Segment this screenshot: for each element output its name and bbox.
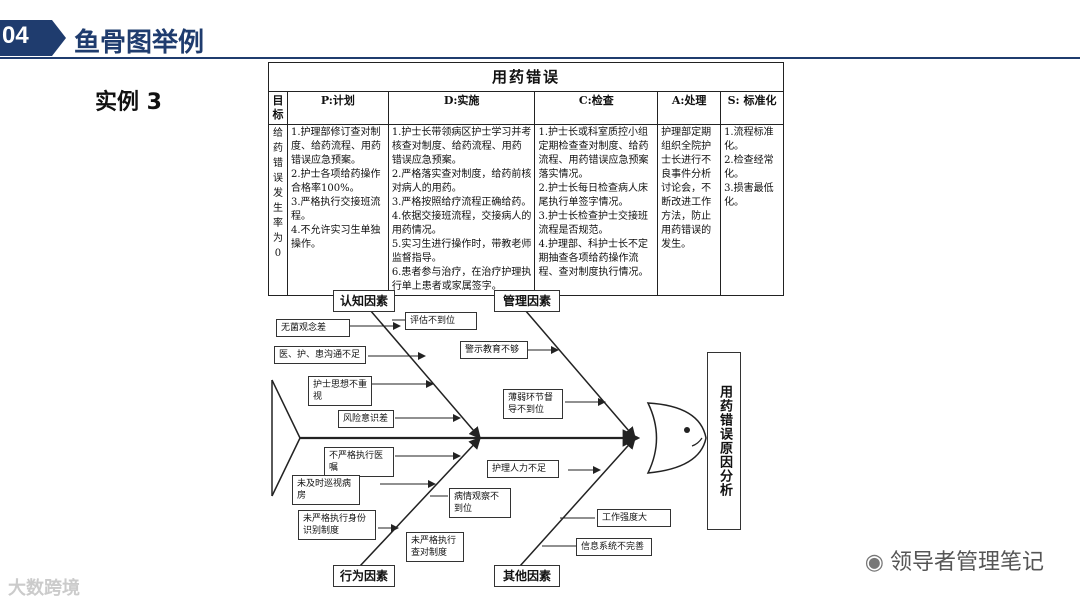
col-header-standardize: S: 标准化 [720, 91, 784, 125]
bone-bottom-right [519, 436, 637, 567]
col-header-do: D:实施 [387, 91, 536, 125]
do-item: 4.依据交接班流程，交接病人的用药情况。 [391, 211, 532, 236]
cause-box: 风险意识差 [338, 410, 394, 428]
bone-top-right [524, 309, 636, 440]
standardize-cell: 1.流程标准化。 2.检查经常化。 3.损害最低化。 [720, 124, 784, 296]
fishbone-head-label: 用药错误原因分析 [707, 352, 741, 530]
bone-top-left [369, 309, 481, 440]
do-cell: 1.护士长带领病区护士学习并考核查对制度、给药流程、用药错误应急预案。 2.严格… [387, 124, 536, 296]
cause-box: 不严格执行医嘱 [324, 447, 394, 477]
do-item: 2.严格落实查对制度，给药前核对病人的用药。 [391, 169, 532, 194]
cause-box: 护理人力不足 [487, 460, 559, 478]
check-item: 2.护士长每日检查病人床尾执行单签字情况。 [538, 183, 648, 208]
table-title-row: 用药错误 [268, 62, 784, 92]
cause-box: 未严格执行查对制度 [406, 532, 464, 562]
check-cell: 1.护士长或科室质控小组定期检查查对制度、给药流程、用药错误应急预案落实情况。 … [534, 124, 659, 296]
fish-mouth [691, 437, 703, 447]
cause-box: 评估不到位 [405, 312, 477, 330]
section-badge [0, 20, 52, 56]
watermark-right-text: 领导者管理笔记 [889, 550, 1044, 575]
col-header-act: A:处理 [657, 91, 722, 125]
check-item: 1.护士长或科室质控小组定期检查查对制度、给药流程、用药错误应急预案落实情况。 [538, 127, 649, 180]
plan-item: 3.严格执行交接班流程。 [290, 197, 381, 222]
cause-box: 未及时巡视病房 [292, 475, 360, 505]
section-number: 04 [2, 22, 29, 49]
cause-box: 警示教育不够 [460, 341, 528, 359]
plan-item: 1.护理部修订查对制度、给药流程、用药错误应急预案。 [290, 127, 381, 166]
example-label: 实例 3 [95, 90, 162, 115]
cause-box: 未严格执行身份识别制度 [298, 510, 376, 540]
watermark-left-text: 大数跨境 [8, 578, 80, 599]
category-management: 管理因素 [494, 290, 560, 312]
cause-box: 信息系统不完善 [576, 538, 652, 556]
watermark-left: 大数跨境 [8, 574, 80, 600]
col-header-plan: P:计划 [286, 91, 389, 125]
fish-tail-lower [271, 437, 301, 497]
standardize-item: 3.损害最低化。 [724, 183, 774, 208]
do-item: 6.患者参与治疗，在治疗护理执行单上患者或家属签字。 [391, 267, 532, 292]
category-cognitive: 认知因素 [333, 290, 395, 312]
do-item: 3.严格按照给疗流程正确给药。 [391, 197, 532, 208]
check-item: 4.护理部、科护士长不定期抽查各项给药操作流程、查对制度执行情况。 [538, 239, 649, 278]
fish-tail-upper [271, 379, 301, 439]
watermark-right: ◉领导者管理笔记 [865, 544, 1044, 576]
fish-head-outline [646, 402, 707, 474]
goal-cell: 给药错误发生率为0 [268, 124, 288, 296]
table-title: 用药错误 [268, 62, 784, 92]
cause-box: 护士思想不重视 [308, 376, 372, 406]
cause-box: 薄弱环节督导不到位 [503, 389, 563, 419]
check-item: 3.护士长检查护士交接班流程是否规范。 [538, 211, 648, 236]
category-other: 其他因素 [494, 565, 560, 587]
category-behavior: 行为因素 [333, 565, 395, 587]
cause-box: 医、护、患沟通不足 [274, 346, 366, 364]
cause-box: 无菌观念差 [276, 319, 350, 337]
col-header-goal: 目标 [268, 91, 288, 125]
fish-eye [684, 427, 690, 433]
table-header-row: 目标 P:计划 D:实施 C:检查 A:处理 S: 标准化 [268, 91, 784, 125]
plan-item: 2.护士各项给药操作合格率100%。 [290, 169, 381, 194]
standardize-item: 2.检查经常化。 [724, 155, 774, 180]
table-body-row: 给药错误发生率为0 1.护理部修订查对制度、给药流程、用药错误应急预案。 2.护… [268, 124, 784, 296]
cause-box: 病情观察不到位 [449, 488, 511, 518]
fishbone-lines [271, 309, 707, 567]
plan-item: 4.不允许实习生单独操作。 [290, 225, 381, 250]
do-item: 5.实习生进行操作时，带教老师监督指导。 [391, 239, 532, 264]
section-badge-arrow [52, 20, 66, 56]
do-item: 1.护士长带领病区护士学习并考核查对制度、给药流程、用药错误应急预案。 [391, 127, 532, 166]
page-title: 鱼骨图举例 [74, 28, 205, 58]
plan-cell: 1.护理部修订查对制度、给药流程、用药错误应急预案。 2.护士各项给药操作合格率… [286, 124, 389, 296]
pdcas-table: 用药错误 目标 P:计划 D:实施 C:检查 A:处理 S: 标准化 给药错误发… [268, 62, 784, 296]
header-rule [0, 57, 1080, 59]
col-header-check: C:检查 [534, 91, 659, 125]
act-cell: 护理部定期组织全院护士长进行不良事件分析讨论会，不断改进工作方法，防止用药错误的… [657, 124, 722, 296]
wechat-icon: ◉ [864, 550, 884, 575]
cause-box: 工作强度大 [597, 509, 671, 527]
standardize-item: 1.流程标准化。 [724, 127, 774, 152]
